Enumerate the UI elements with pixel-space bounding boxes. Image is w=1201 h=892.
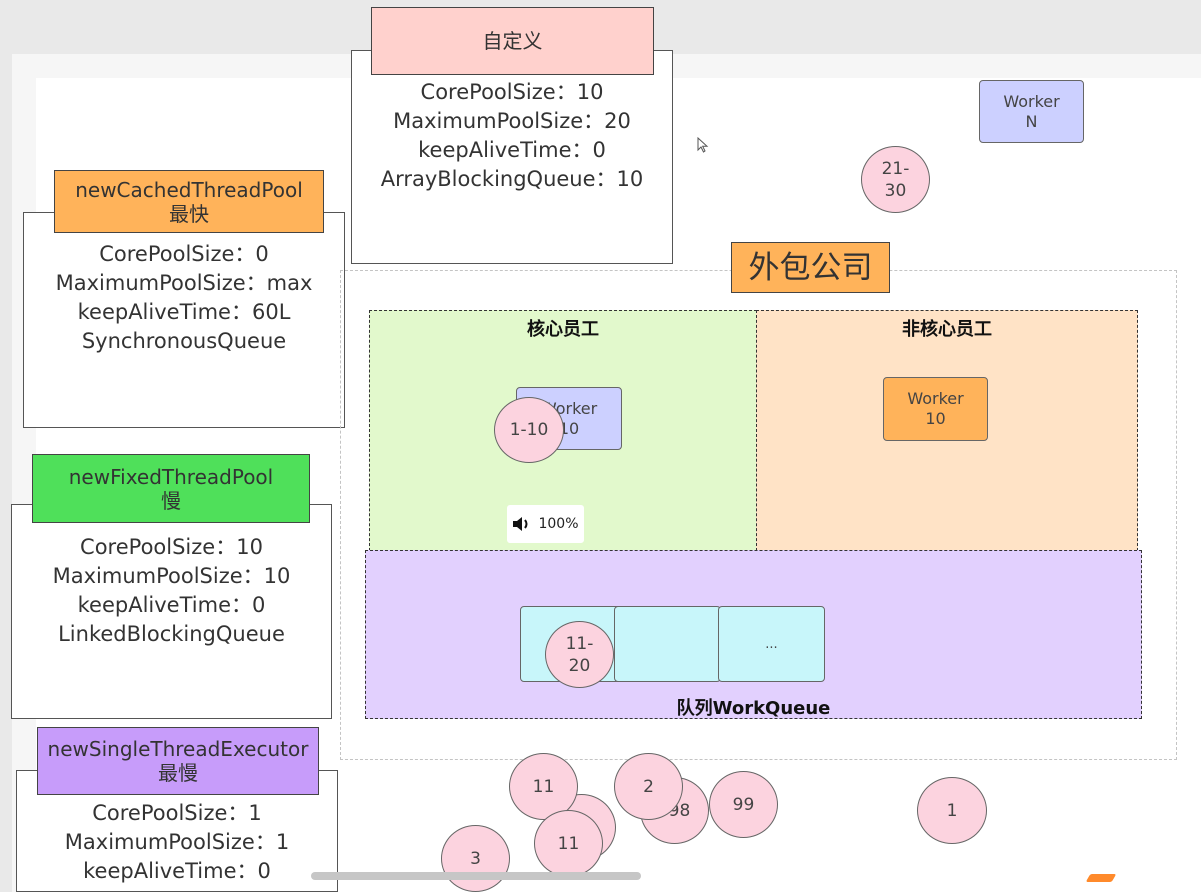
speaker-icon xyxy=(513,517,528,531)
corner-marker-icon xyxy=(1085,874,1117,882)
single-max-line: MaximumPoolSize：1 xyxy=(64,830,290,854)
fixed-pool-title: newFixedThreadPool xyxy=(68,464,274,489)
custom-pool-title: 自定义 xyxy=(482,29,543,53)
task-circle-label: 11 xyxy=(532,776,555,797)
work-queue-title: 队列WorkQueue xyxy=(676,698,831,719)
single-pool-header[interactable]: newSingleThreadExecutor 最慢 xyxy=(37,727,319,795)
work-queue-region[interactable]: 队列WorkQueue xyxy=(365,550,1142,719)
task-circle-label: 20 xyxy=(568,655,591,676)
horizontal-scrollbar[interactable] xyxy=(311,872,641,880)
noncore-worker-label: Worker xyxy=(907,389,964,408)
task-circle-label: 30 xyxy=(884,180,907,201)
single-pool-title: newSingleThreadExecutor xyxy=(47,737,309,761)
fixed-pool-subtitle: 慢 xyxy=(161,488,181,513)
custom-max-line: MaximumPoolSize：20 xyxy=(393,109,631,133)
cached-pool-card[interactable]: CorePoolSize：0 MaximumPoolSize：max keepA… xyxy=(23,212,345,428)
task-circle-11-bottom[interactable]: 11 xyxy=(534,810,603,877)
company-title-text: 外包公司 xyxy=(748,249,873,286)
volume-indicator[interactable]: 100% xyxy=(507,505,584,543)
cached-keepalive-line: keepAliveTime：60L xyxy=(77,300,291,324)
worker-n-id: N xyxy=(1025,111,1038,131)
fixed-core-line: CorePoolSize：10 xyxy=(80,535,263,559)
fixed-pool-card[interactable]: CorePoolSize：10 MaximumPoolSize：10 keepA… xyxy=(11,504,332,719)
task-circle-3[interactable]: 3 xyxy=(441,825,510,892)
task-circle-core[interactable]: 1-10 xyxy=(494,397,564,463)
fixed-queue-line: LinkedBlockingQueue xyxy=(58,622,285,646)
cached-queue-line: SynchronousQueue xyxy=(81,329,287,353)
task-circle-queue[interactable]: 11- 20 xyxy=(545,621,614,688)
cached-pool-title: newCachedThreadPool xyxy=(75,177,303,202)
worker-n-box[interactable]: Worker N xyxy=(979,80,1084,143)
custom-queue-line: ArrayBlockingQueue：10 xyxy=(380,167,644,191)
custom-pool-card[interactable]: CorePoolSize：10 MaximumPoolSize：20 keepA… xyxy=(351,50,673,264)
volume-level: 100% xyxy=(538,516,579,532)
custom-keepalive-line: keepAliveTime：0 xyxy=(418,138,606,162)
task-circle-2[interactable]: 2 xyxy=(614,753,683,820)
task-circle-label: 11- xyxy=(565,633,594,654)
queue-cell-ellipsis[interactable]: ... xyxy=(718,606,825,682)
core-worker-id: 10 xyxy=(558,418,580,438)
queue-cell[interactable] xyxy=(614,606,721,682)
single-keepalive-line: keepAliveTime：0 xyxy=(83,859,271,883)
cached-pool-subtitle: 最快 xyxy=(169,201,209,226)
core-staff-title: 核心员工 xyxy=(527,319,599,340)
single-pool-subtitle: 最慢 xyxy=(158,761,198,785)
task-circle-label: 1-10 xyxy=(509,420,549,440)
mouse-cursor-icon xyxy=(697,137,709,153)
task-circle-label: 11 xyxy=(557,833,580,854)
task-circle-label: 99 xyxy=(732,794,755,815)
task-circle-overflow[interactable]: 21- 30 xyxy=(861,146,930,213)
fixed-pool-header[interactable]: newFixedThreadPool 慢 xyxy=(32,454,310,523)
task-circle-label: 21- xyxy=(881,158,910,179)
noncore-worker-id: 10 xyxy=(925,409,946,428)
worker-n-label: Worker xyxy=(1003,91,1060,111)
task-circle-1[interactable]: 1 xyxy=(917,777,987,844)
cached-pool-header[interactable]: newCachedThreadPool 最快 xyxy=(54,170,324,233)
task-circle-label: 1 xyxy=(946,800,958,821)
fixed-keepalive-line: keepAliveTime：0 xyxy=(77,593,266,617)
noncore-staff-title: 非核心员工 xyxy=(902,319,992,340)
company-title[interactable]: 外包公司 xyxy=(731,242,890,293)
custom-core-line: CorePoolSize：10 xyxy=(420,80,604,104)
fixed-max-line: MaximumPoolSize：10 xyxy=(52,564,291,588)
task-circle-label: 3 xyxy=(470,848,481,869)
task-circle-label: 2 xyxy=(643,776,654,797)
cached-core-line: CorePoolSize：0 xyxy=(99,242,269,266)
cached-max-line: MaximumPoolSize：max xyxy=(55,271,313,295)
task-circle-99[interactable]: 99 xyxy=(709,771,778,838)
noncore-worker-box[interactable]: Worker 10 xyxy=(883,377,988,441)
single-core-line: CorePoolSize：1 xyxy=(92,801,262,825)
custom-pool-header[interactable]: 自定义 xyxy=(371,7,654,75)
